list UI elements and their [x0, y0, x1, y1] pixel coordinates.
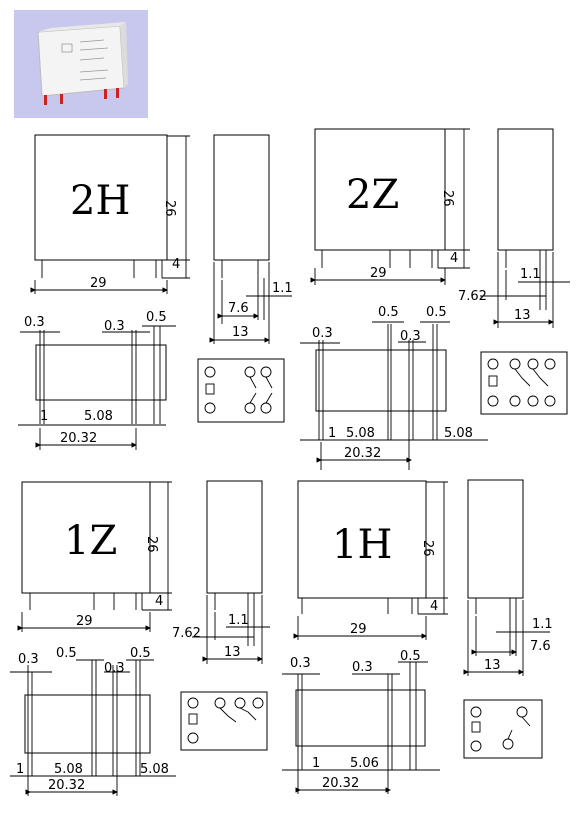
dim-1z-p1: 1	[16, 762, 24, 777]
dim-2h-d2: 0.3	[104, 319, 125, 334]
dim-2h-p1: 1	[40, 409, 48, 424]
dim-1z-d3: 0.3	[104, 661, 125, 676]
dim-2h-d3: 0.5	[146, 310, 167, 325]
relay-1h-front-view: 1H 26 4 29	[293, 480, 448, 640]
dim-2h-pinw: 1.1	[272, 281, 293, 296]
dim-2z-d1: 0.3	[312, 326, 333, 341]
dim-2h-total: 20.32	[60, 431, 97, 446]
relay-2h-side-view: 1.1 7.6 13	[209, 134, 293, 344]
dim-1h-d3: 0.5	[400, 649, 421, 664]
relay-1h-side-view: 1.1 7.6 13	[463, 479, 553, 676]
dim-2h-p2: 5.08	[84, 409, 113, 424]
dim-1h-depth: 13	[484, 658, 501, 673]
dim-2z-p1: 1	[328, 426, 336, 441]
dim-2h-d1: 0.3	[24, 315, 45, 330]
dim-1h-p2: 5.06	[350, 756, 379, 771]
dim-2z-depth: 13	[514, 308, 531, 323]
relay-photo	[14, 10, 148, 118]
dim-1z-pinw: 1.1	[228, 613, 249, 628]
dim-1h-pitch: 7.6	[530, 639, 551, 654]
label-2z: 2Z	[346, 172, 399, 218]
dim-2h-depth: 13	[232, 325, 249, 340]
dim-1h-d1: 0.3	[290, 656, 311, 671]
dim-2z-d2: 0.5	[378, 305, 399, 320]
dim-1z-p3: 5.08	[140, 762, 169, 777]
dim-2h-pitch: 7.6	[228, 301, 249, 316]
dim-2z-height: 26	[440, 190, 455, 207]
dim-1z-width: 29	[76, 614, 93, 629]
dim-2z-p2: 5.08	[346, 426, 375, 441]
relay-2z-bottom-view: 0.3 0.5 0.3 0.5 1 5.08 5.08 20.32	[300, 305, 488, 470]
dim-1z-depth: 13	[224, 645, 241, 660]
relay-2z-schematic	[480, 351, 568, 415]
dim-1z-height: 26	[144, 536, 159, 553]
relay-2h-schematic	[197, 358, 285, 423]
dim-1z-d1: 0.3	[18, 652, 39, 667]
dim-2z-pinw: 1.1	[520, 267, 541, 282]
label-1h: 1H	[332, 522, 392, 568]
dim-2z-total: 20.32	[344, 446, 381, 461]
dim-2h-pinlen: 4	[172, 257, 180, 272]
dim-2h-width: 29	[90, 276, 107, 291]
relay-1h-schematic	[463, 699, 543, 759]
dim-1h-width: 29	[350, 622, 367, 637]
dim-1z-total: 20.32	[48, 778, 85, 793]
dim-1h-p1: 1	[312, 756, 320, 771]
label-1z: 1Z	[64, 518, 117, 564]
relay-1z-side-view: 1.1 7.62 13	[172, 480, 270, 664]
dim-2z-pitch: 7.62	[458, 289, 487, 304]
dim-1h-pinw: 1.1	[532, 617, 553, 632]
relay-2z-front-view: 2Z 26 4 29	[310, 128, 470, 285]
dim-1h-height: 26	[420, 540, 435, 557]
relay-2h-bottom-view: 0.3 0.3 0.5 1 5.08 20.32	[18, 310, 176, 450]
dim-2z-d3: 0.3	[400, 329, 421, 344]
dim-2z-pinlen: 4	[450, 251, 458, 266]
label-2h: 2H	[70, 178, 130, 224]
relay-2z-side-view: 1.1 7.62 13	[458, 128, 570, 328]
dim-1h-total: 20.32	[322, 776, 359, 791]
dim-2z-d4: 0.5	[426, 305, 447, 320]
dim-1z-pitch: 7.62	[172, 626, 201, 641]
dim-2h-height: 26	[162, 200, 177, 217]
relay-1z-bottom-view: 0.3 0.5 0.3 0.5 1 5.08 5.08 20.32	[10, 646, 176, 796]
relay-2h-front-view: 2H 26 4 29	[30, 134, 190, 294]
dim-2z-p3: 5.08	[444, 426, 473, 441]
dim-1z-d2: 0.5	[56, 646, 77, 661]
dim-1h-pinlen: 4	[430, 599, 438, 614]
dim-1z-d4: 0.5	[130, 646, 151, 661]
dim-1h-d2: 0.3	[352, 660, 373, 675]
relay-1h-bottom-view: 0.3 0.3 0.5 1 5.06 20.32	[282, 649, 440, 794]
dim-1z-p2: 5.08	[54, 762, 83, 777]
dim-2z-width: 29	[370, 266, 387, 281]
relay-1z-schematic	[180, 691, 268, 751]
dim-1z-pinlen: 4	[155, 594, 163, 609]
relay-1z-front-view: 1Z 26 4 29	[17, 481, 172, 632]
